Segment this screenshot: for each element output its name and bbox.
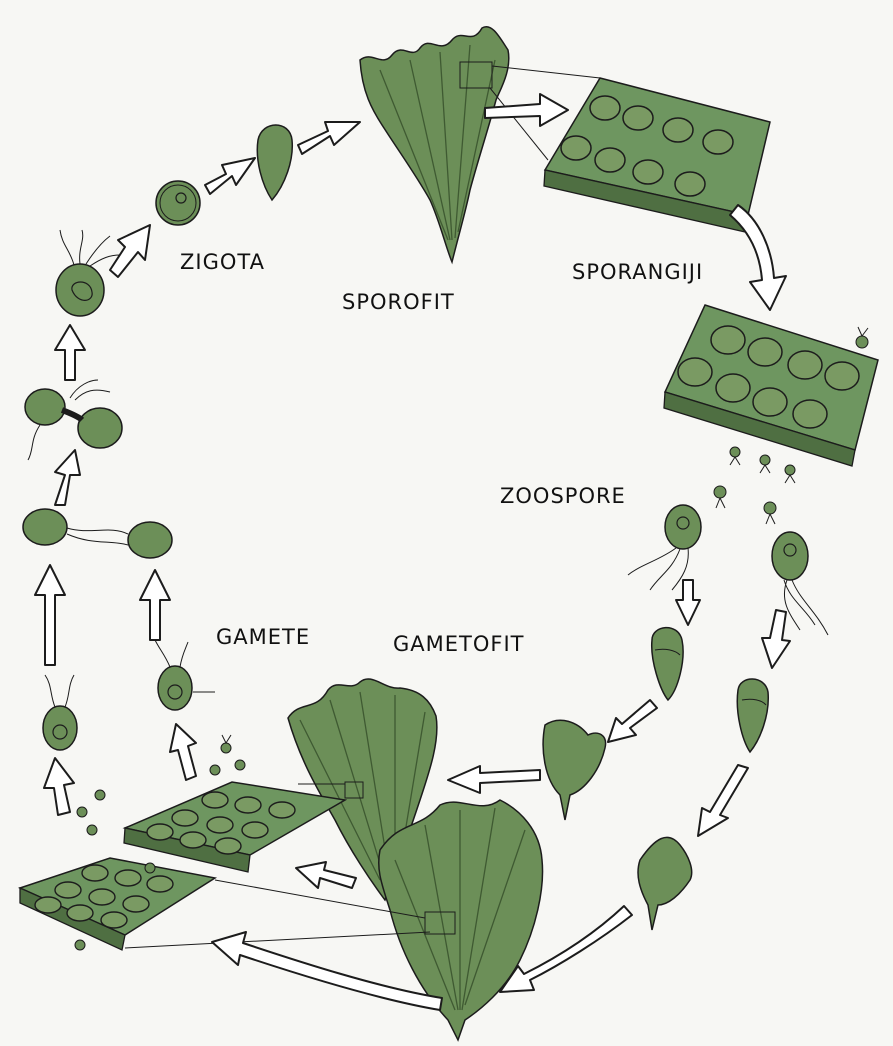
gametes-approaching (22, 508, 173, 559)
gamete-left (42, 674, 78, 751)
zoospore-left (627, 504, 702, 591)
arrow-to-germling-right (697, 764, 749, 837)
arrow-right-2 (297, 121, 361, 155)
gametes-fusing (24, 379, 123, 461)
arrow-to-gamete-left (43, 757, 75, 816)
germinating-zygote (256, 124, 294, 202)
released-gametes (74, 734, 246, 951)
arrow-zoospore-down-right (761, 609, 791, 669)
arrow-up-2 (139, 569, 171, 641)
arrow-to-gametophyte-lower (499, 905, 633, 993)
arrow-to-gametangia-lower (211, 931, 443, 1011)
sporangia-tissue-releasing (663, 304, 879, 484)
label-zoospore: ZOOSPORE (500, 484, 626, 508)
small-zoospores (713, 485, 777, 525)
quadriflagellate-zygote (55, 229, 121, 317)
arrow-sporangia-down (729, 204, 787, 311)
arrow-to-germling-left (607, 699, 658, 743)
arrow-right-1 (204, 157, 256, 195)
label-sporofit: SPOROFIT (342, 290, 455, 314)
arrow-up-1 (34, 564, 66, 666)
label-zigota: ZIGOTA (180, 250, 265, 274)
arrow-up-5 (109, 224, 151, 278)
zoospore-right (771, 531, 829, 636)
young-gametophyte-right (637, 836, 693, 931)
label-gametofit: GAMETOFIT (393, 632, 525, 656)
arrow-to-gametangia-upper (295, 861, 357, 889)
gamete-right (154, 639, 215, 711)
arrow-to-gametophyte-upper (447, 765, 541, 794)
arrow-to-gamete-right (169, 723, 197, 781)
arrow-up-3 (54, 449, 81, 506)
sporophyte-thallus (359, 25, 601, 265)
zygote (155, 180, 201, 226)
arrow-to-sporangia (484, 93, 569, 127)
gametangia-tissue-upper (122, 781, 348, 873)
label-gamete: GAMETE (216, 625, 311, 649)
germling-left (651, 626, 684, 702)
arrow-zoospore-down-left (675, 579, 701, 626)
arrow-up-4 (54, 324, 86, 381)
cycle-arrows (34, 93, 791, 1011)
young-gametophyte-left (542, 719, 607, 821)
label-sporangiji: SPORANGIJI (572, 260, 704, 284)
germling-right (736, 678, 769, 754)
gametophyte-thallus-lower (378, 799, 544, 1042)
gametangia-tissue-lower (17, 857, 431, 951)
